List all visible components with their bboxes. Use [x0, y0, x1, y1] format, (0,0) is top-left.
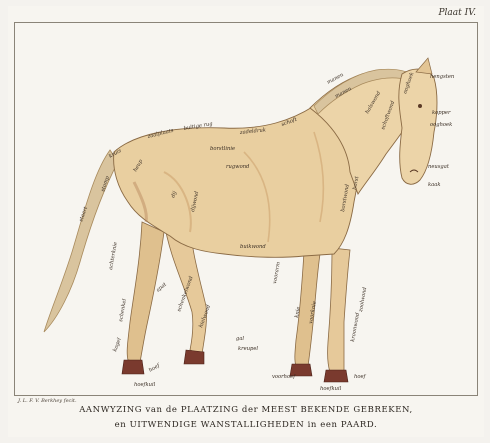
annotation: ooghoek: [430, 122, 452, 128]
front-leg-near: [328, 248, 350, 372]
annotation: rugwond: [226, 164, 250, 170]
annotation: achterknie: [108, 242, 119, 271]
annotation: borstlinie: [210, 146, 235, 152]
annotation: hoef: [354, 374, 367, 380]
annotation: hoefkuil: [134, 382, 156, 388]
annotation: gal: [236, 336, 244, 342]
annotation: voorhoef: [272, 374, 296, 380]
annotation: schenkel: [118, 298, 128, 322]
annotation: kopper: [432, 110, 451, 116]
annotation: spat: [155, 281, 168, 293]
caption-title: AANWYZING van de PLAATZING der MEEST BEK…: [8, 405, 484, 415]
annotation: kogel: [112, 337, 123, 353]
plate-number: Plaat IV.: [439, 8, 477, 18]
engraving-plate: Plaat IV. hengsten k: [8, 6, 484, 437]
annotation: buikwond: [240, 244, 266, 250]
hoof-hind-near: [184, 350, 204, 364]
horse-illustration: hengsten kopper ooghoek neusgat kaak man…: [14, 22, 476, 394]
annotation: hengsten: [430, 74, 454, 80]
annotation: kaak: [428, 182, 440, 188]
horse-ear: [416, 58, 432, 74]
annotation: kroonwond: [350, 312, 361, 343]
annotation: hoefkuil: [320, 386, 342, 392]
horse-eye: [418, 104, 422, 108]
annotation: voorarm: [272, 261, 282, 284]
annotation: hoef: [148, 362, 162, 373]
engraver-credit: J. L. F. V. Berkhey fecit.: [18, 398, 77, 404]
caption-subtitle: en UITWENDIGE WANSTALLIGHEDEN in een PAA…: [8, 420, 484, 430]
hoof-hind-far: [122, 360, 144, 374]
annotation: zoolwond: [358, 286, 369, 313]
annotation: kreupel: [238, 346, 258, 352]
hoof-front-near: [324, 370, 348, 382]
annotation: neusgat: [428, 164, 450, 170]
